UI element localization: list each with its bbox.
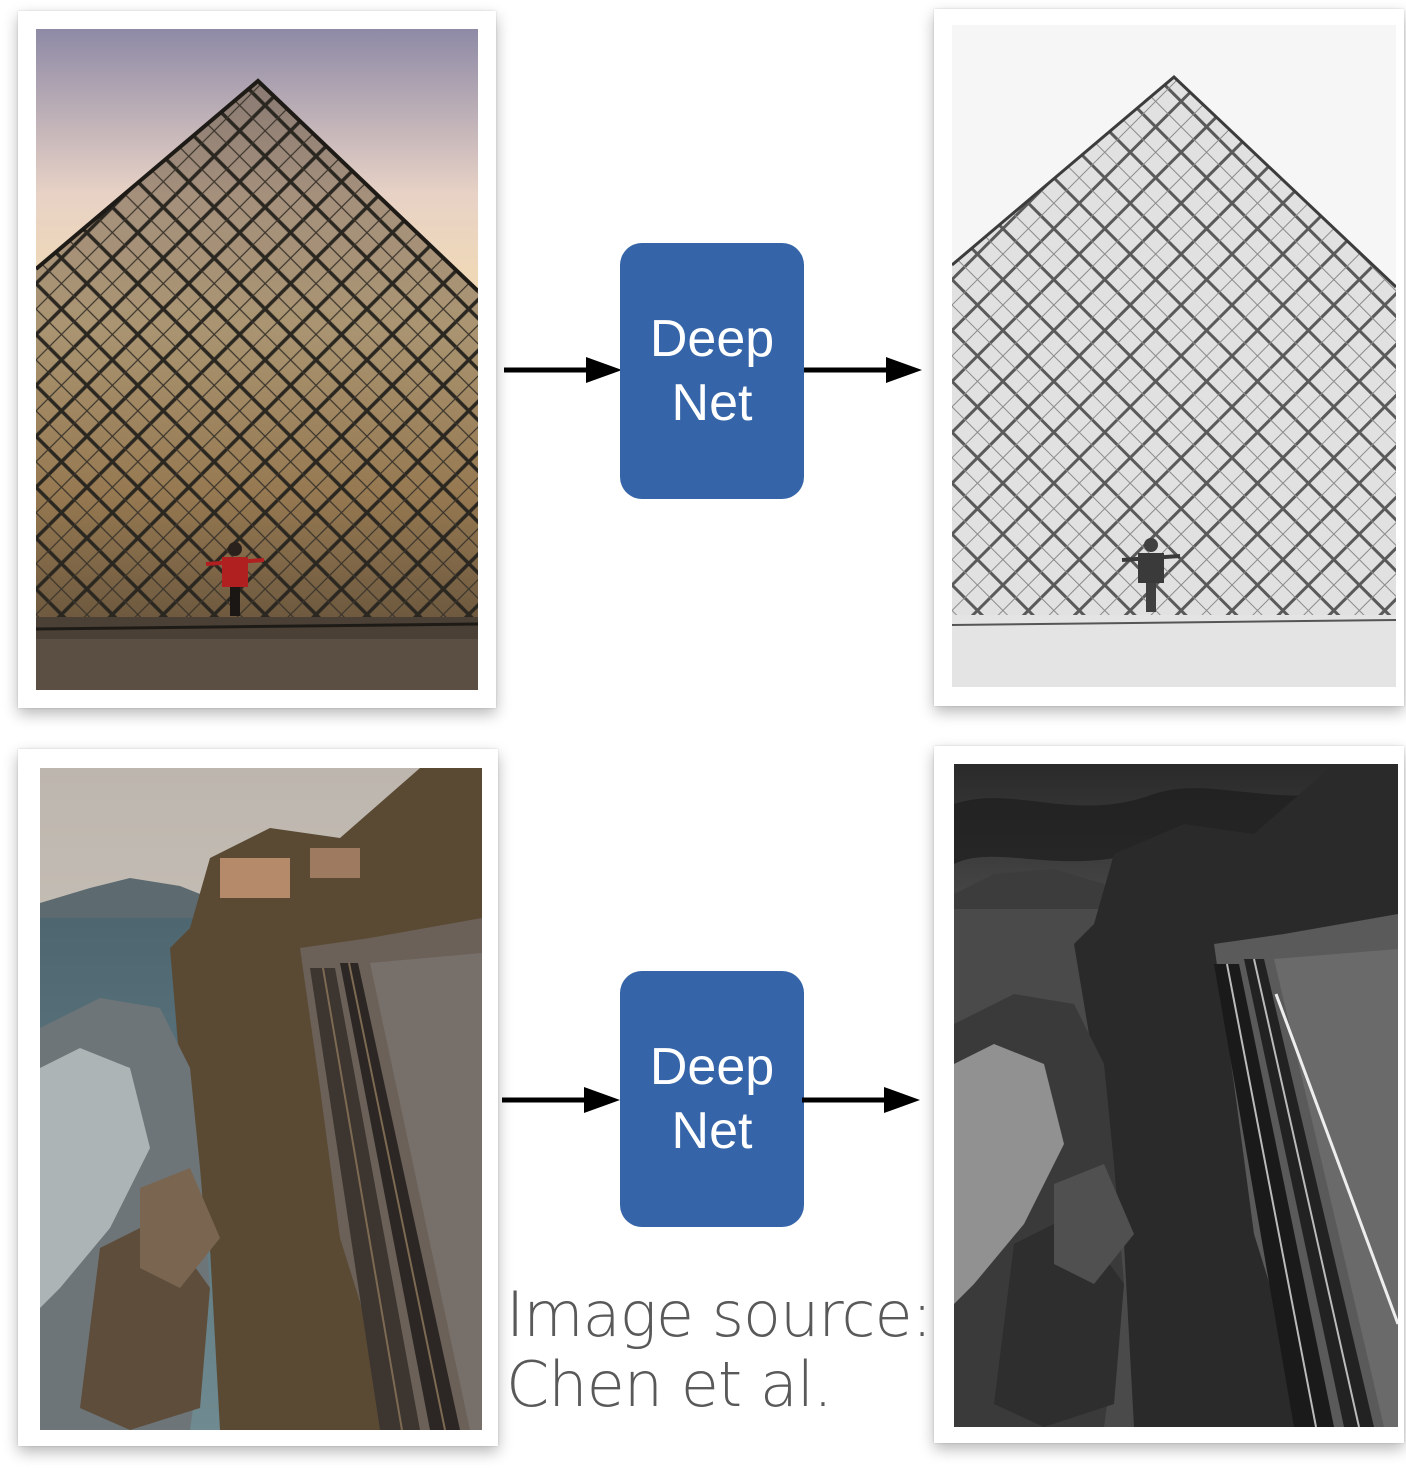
louvre-pyramid-color-photo (36, 29, 478, 690)
image-source-caption: Image source: Chen et al. (506, 1278, 933, 1421)
output-photo-frame-1 (934, 9, 1404, 706)
deep-net-label-line2: Net (671, 374, 753, 432)
deep-net-label-line2: Net (671, 1102, 753, 1160)
input-photo-frame-2 (18, 749, 498, 1446)
deep-net-box-2: Deep Net (620, 971, 804, 1227)
caption-line2: Chen et al. (506, 1348, 833, 1421)
coastal-railway-bw-output (954, 764, 1398, 1427)
caption-line1: Image source: (506, 1278, 933, 1351)
louvre-pyramid-grayscale-output (952, 25, 1396, 687)
arrow-from-deep-net-1 (804, 357, 922, 383)
arrow-from-deep-net-2 (802, 1087, 920, 1113)
coastal-railway-color-photo (40, 768, 482, 1430)
deep-net-label-line1: Deep (649, 310, 775, 368)
deep-net-box-1: Deep Net (620, 243, 804, 499)
arrow-to-deep-net-1 (504, 357, 622, 383)
arrow-to-deep-net-2 (502, 1087, 620, 1113)
deep-net-label-line1: Deep (649, 1038, 775, 1096)
input-photo-frame-1 (18, 11, 496, 708)
output-photo-frame-2 (934, 746, 1404, 1443)
